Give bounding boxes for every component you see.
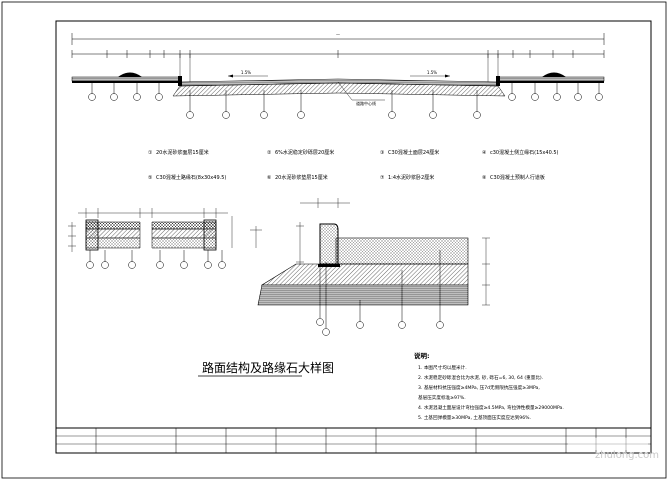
svg-text:—: — [336,32,340,37]
svg-text:6%水泥稳定砂砾层20厘米: 6%水泥稳定砂砾层20厘米 [275,149,334,156]
svg-text:②: ② [267,150,272,156]
slope-left-label: 1.5% [241,70,251,75]
svg-text:⑧: ⑧ [482,175,487,181]
notes-line-1: 1. 本图尺寸均以厘米计. [418,364,467,371]
legend-item-5: ⑤ C30混凝土路缘石(8x30x49.5) [148,174,226,181]
svg-text:C30混凝土路缘石(8x30x49.5): C30混凝土路缘石(8x30x49.5) [156,174,226,181]
svg-text:⑦: ⑦ [380,175,385,181]
watermark: zhulong.com [595,450,659,461]
svg-text:C30混凝土面层24厘米: C30混凝土面层24厘米 [388,149,439,156]
svg-text:①: ① [148,150,153,156]
curb-detail [257,198,490,336]
notes-title: 说明: [414,351,430,360]
svg-text:c30混凝土侧立缘石(15x40.5): c30混凝土侧立缘石(15x40.5) [490,149,559,156]
svg-text:1:4水泥砂浆卧2厘米: 1:4水泥砂浆卧2厘米 [388,174,434,181]
legend-item-3: ③ C30混凝土面层24厘米 [380,149,439,156]
legend-item-8: ⑧ C30混凝土预制人行道板 [482,174,545,181]
legend-item-7: ⑦ 1:4水泥砂浆卧2厘米 [380,174,434,181]
svg-text:③: ③ [380,150,384,156]
notes-line-3: 3. 基层材料抗压强度≥4MPa, 压7d无侧限抗压强度≥3MPa, [418,384,540,391]
notes-line-5: 4. 水泥混凝土面层设计弯拉强度≥4.5MPa, 弯拉弹性模量≥29000MPa… [418,404,564,411]
legend-item-2: ② 6%水泥稳定砂砾层20厘米 [267,149,334,156]
legend-item-4: ④ c30混凝土侧立缘石(15x40.5) [482,149,559,156]
cross-section: — [71,32,605,119]
cross-section-callouts [88,83,603,119]
svg-text:⑥: ⑥ [267,175,272,181]
svg-text:20水泥砂浆垫层15厘米: 20水泥砂浆垫层15厘米 [275,174,328,181]
svg-text:④: ④ [482,150,487,156]
svg-text:⑤: ⑤ [148,175,152,181]
title-block: zhulong.com [55,427,659,461]
notes-line-6: 5. 土基回弹模量≥30MPa, 土基顶面压实度应达到96%. [418,414,531,421]
legend: ① 20水泥砂浆面层15厘米 ② 6%水泥稳定砂砾层20厘米 ③ C30混凝土面… [148,149,559,181]
sidewalk-detail [68,208,262,269]
notes-line-2: 2. 水泥稳定砂砾混合比为水泥, 砂, 砾石=6, 30, 64 (重量比). [418,374,543,381]
legend-item-6: ⑥ 20水泥砂浆垫层15厘米 [267,174,328,181]
svg-text:20水泥砂浆面层15厘米: 20水泥砂浆面层15厘米 [156,149,209,156]
centerline-label: 道路中心线 [356,100,376,106]
slope-right-label: 1.5% [427,70,437,75]
notes-line-4: 基层压实度标准≥97%. [418,394,466,401]
drawing-title: 路面结构及路缘石大样图 [202,360,334,375]
notes: 说明: 1. 本图尺寸均以厘米计. 2. 水泥稳定砂砾混合比为水泥, 砂, 砾石… [414,351,564,421]
svg-text:C30混凝土预制人行道板: C30混凝土预制人行道板 [490,174,545,181]
legend-item-1: ① 20水泥砂浆面层15厘米 [148,149,209,156]
